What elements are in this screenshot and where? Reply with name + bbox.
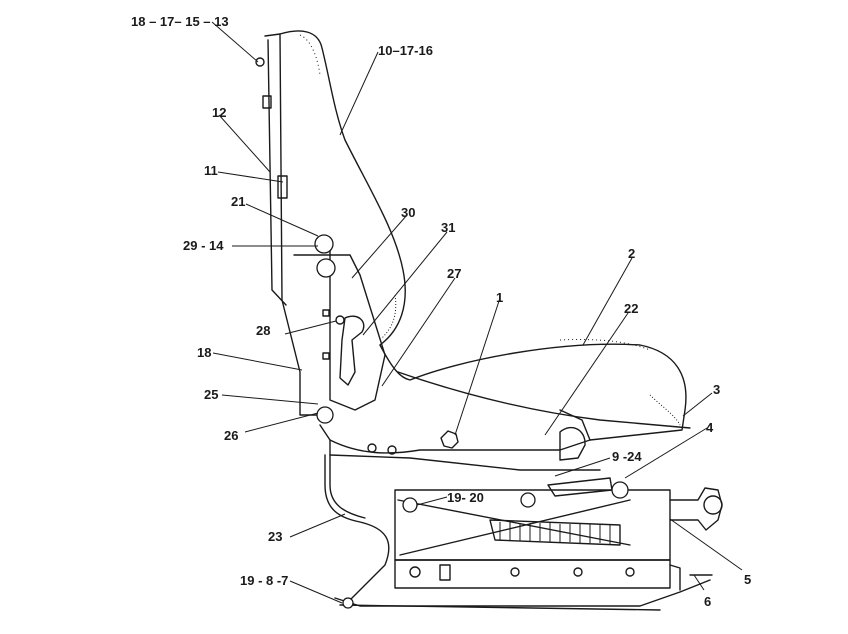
callout-27: 27 bbox=[447, 266, 461, 281]
callout-1: 1 bbox=[496, 290, 503, 305]
callout-22: 22 bbox=[624, 301, 638, 316]
callout-11: 11 bbox=[204, 163, 218, 178]
cable bbox=[324, 454, 390, 609]
seat-pan bbox=[329, 409, 613, 497]
callout-12: 12 bbox=[212, 105, 226, 120]
callout-19-8-7: 19 - 8 -7 bbox=[240, 573, 288, 588]
callout-25: 25 bbox=[204, 387, 218, 402]
callout-labels: 18 – 17– 15 – 13 10–17-16 12 11 21 30 31… bbox=[131, 14, 751, 609]
callout-26: 26 bbox=[224, 428, 238, 443]
suspension-frame bbox=[394, 481, 723, 589]
callout-5: 5 bbox=[744, 572, 751, 587]
recline-plate bbox=[293, 234, 386, 456]
seat-cushion bbox=[379, 339, 691, 441]
leader-lines bbox=[211, 21, 743, 604]
callout-19-20: 19- 20 bbox=[447, 490, 484, 505]
backrest bbox=[255, 30, 406, 416]
callout-30: 30 bbox=[401, 205, 415, 220]
callout-9-24: 9 -24 bbox=[612, 449, 642, 464]
callout-28: 28 bbox=[256, 323, 270, 338]
callout-18: 18 bbox=[197, 345, 211, 360]
callout-4: 4 bbox=[706, 420, 714, 435]
callout-3: 3 bbox=[713, 382, 720, 397]
callout-6: 6 bbox=[704, 594, 711, 609]
callout-29-14: 29 - 14 bbox=[183, 238, 224, 253]
callout-10-17-16: 10–17-16 bbox=[378, 43, 433, 58]
callout-2: 2 bbox=[628, 246, 635, 261]
callout-21: 21 bbox=[231, 194, 245, 209]
callout-23: 23 bbox=[268, 529, 282, 544]
callout-31: 31 bbox=[441, 220, 455, 235]
callout-18-17-15-13: 18 – 17– 15 – 13 bbox=[131, 14, 229, 29]
